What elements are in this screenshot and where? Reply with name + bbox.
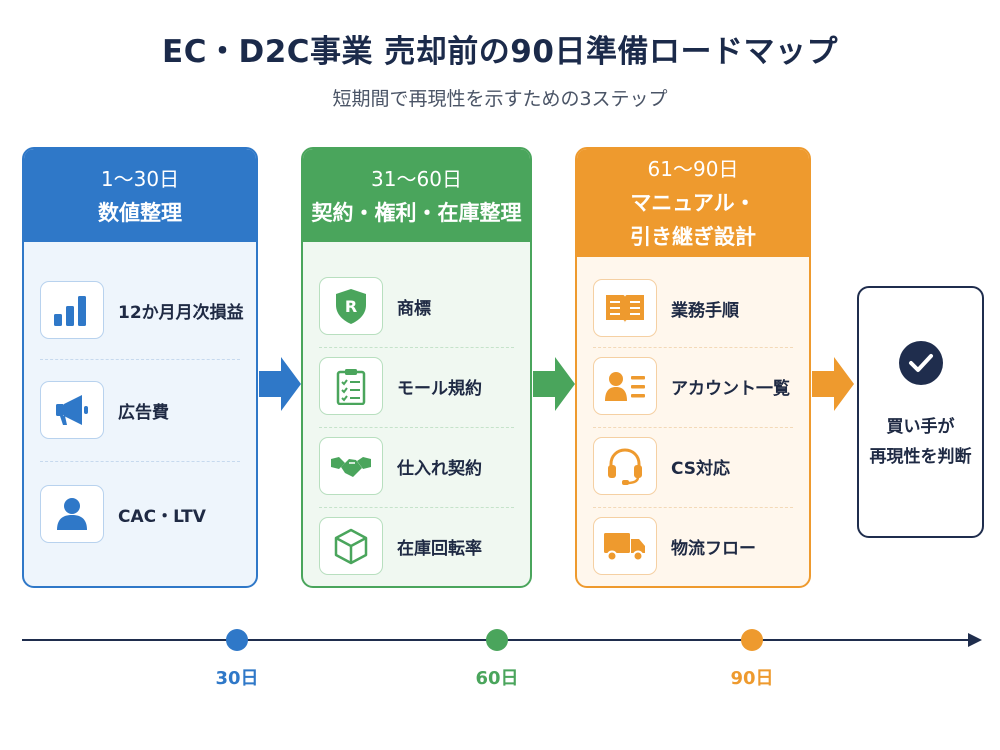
item-label: CS対応 (671, 458, 731, 479)
timeline-label-30: 30日 (215, 668, 259, 689)
phase-card-2: 31〜60日 契約・権利・在庫整理 R 商標 モール規約 (301, 147, 532, 588)
timeline (22, 629, 982, 651)
phase-range: 31〜60日 (371, 166, 462, 191)
item-divider (40, 359, 240, 360)
item-label: 仕入れ契約 (397, 458, 482, 479)
timeline-marker-60 (486, 629, 508, 651)
timeline-marker-30 (226, 629, 248, 651)
phase-title-line-1: マニュアル・ (630, 191, 756, 215)
outcome-line-1: 買い手が (886, 417, 955, 437)
phase-range: 61〜90日 (647, 157, 739, 181)
phase-header-3: 61〜90日 マニュアル・ 引き継ぎ設計 (577, 149, 809, 257)
id-card-icon (593, 357, 657, 415)
item-label: 商標 (397, 298, 431, 319)
phase-header-1: 1〜30日 数値整理 (24, 149, 256, 242)
item-label: 業務手順 (671, 300, 739, 321)
open-book-icon (593, 279, 657, 337)
phase-title: 契約・権利・在庫整理 (311, 200, 522, 225)
timeline-label-60: 60日 (475, 668, 519, 689)
phase-header-2: 31〜60日 契約・権利・在庫整理 (303, 149, 530, 242)
outcome-text: 買い手が 再現性を判断 (870, 412, 972, 472)
item-divider (319, 427, 514, 428)
phase-title: 数値整理 (98, 200, 182, 225)
bar-chart-icon (40, 281, 104, 339)
item-divider (319, 347, 514, 348)
arrow-right-icon (812, 357, 854, 411)
list-item: CS対応 (593, 433, 793, 499)
timeline-label-90: 90日 (730, 668, 774, 689)
truck-icon (593, 517, 657, 575)
trademark-shield-icon: R (319, 277, 383, 335)
handshake-icon (319, 437, 383, 495)
phase-card-1: 1〜30日 数値整理 12か月月次損益 広告費 (22, 147, 258, 588)
megaphone-icon (40, 381, 104, 439)
person-icon (40, 485, 104, 543)
headset-icon (593, 437, 657, 495)
phase-card-3: 61〜90日 マニュアル・ 引き継ぎ設計 業務手順 (575, 147, 811, 588)
outcome-box: 買い手が 再現性を判断 (857, 286, 984, 538)
list-item: アカウント一覧 (593, 353, 793, 419)
list-item: 広告費 (40, 377, 240, 443)
svg-text:R: R (345, 297, 357, 316)
list-item: 物流フロー (593, 513, 793, 579)
item-divider (319, 507, 514, 508)
arrow-right-icon (533, 357, 575, 411)
timeline-marker-90 (741, 629, 763, 651)
outcome-line-2: 再現性を判断 (869, 447, 972, 467)
page-subtitle: 短期間で再現性を示すための3ステップ (332, 88, 668, 110)
list-item: 業務手順 (593, 275, 793, 341)
item-label: 物流フロー (671, 538, 756, 559)
list-item: R 商標 (319, 273, 514, 339)
list-item: 12か月月次損益 (40, 277, 244, 343)
item-divider (593, 427, 793, 428)
list-item: 仕入れ契約 (319, 433, 514, 499)
check-circle-icon (898, 341, 943, 385)
item-divider (593, 507, 793, 508)
phase-title-line-2: 引き継ぎ設計 (630, 225, 756, 249)
phase-range: 1〜30日 (100, 166, 180, 191)
list-item: CAC・LTV (40, 481, 240, 547)
list-item: モール規約 (319, 353, 514, 419)
box-icon (319, 517, 383, 575)
item-label: 12か月月次損益 (118, 302, 244, 323)
item-label: アカウント一覧 (671, 378, 790, 399)
item-label: 在庫回転率 (397, 538, 482, 559)
page-title: EC・D2C事業 売却前の90日準備ロードマップ (162, 34, 838, 70)
item-label: モール規約 (397, 378, 482, 399)
item-label: CAC・LTV (118, 506, 206, 527)
item-label: 広告費 (118, 402, 169, 423)
checklist-clipboard-icon (319, 357, 383, 415)
item-divider (40, 461, 240, 462)
item-divider (593, 347, 793, 348)
list-item: 在庫回転率 (319, 513, 514, 579)
timeline-arrowhead-icon (968, 633, 982, 647)
arrow-right-icon (259, 357, 301, 411)
